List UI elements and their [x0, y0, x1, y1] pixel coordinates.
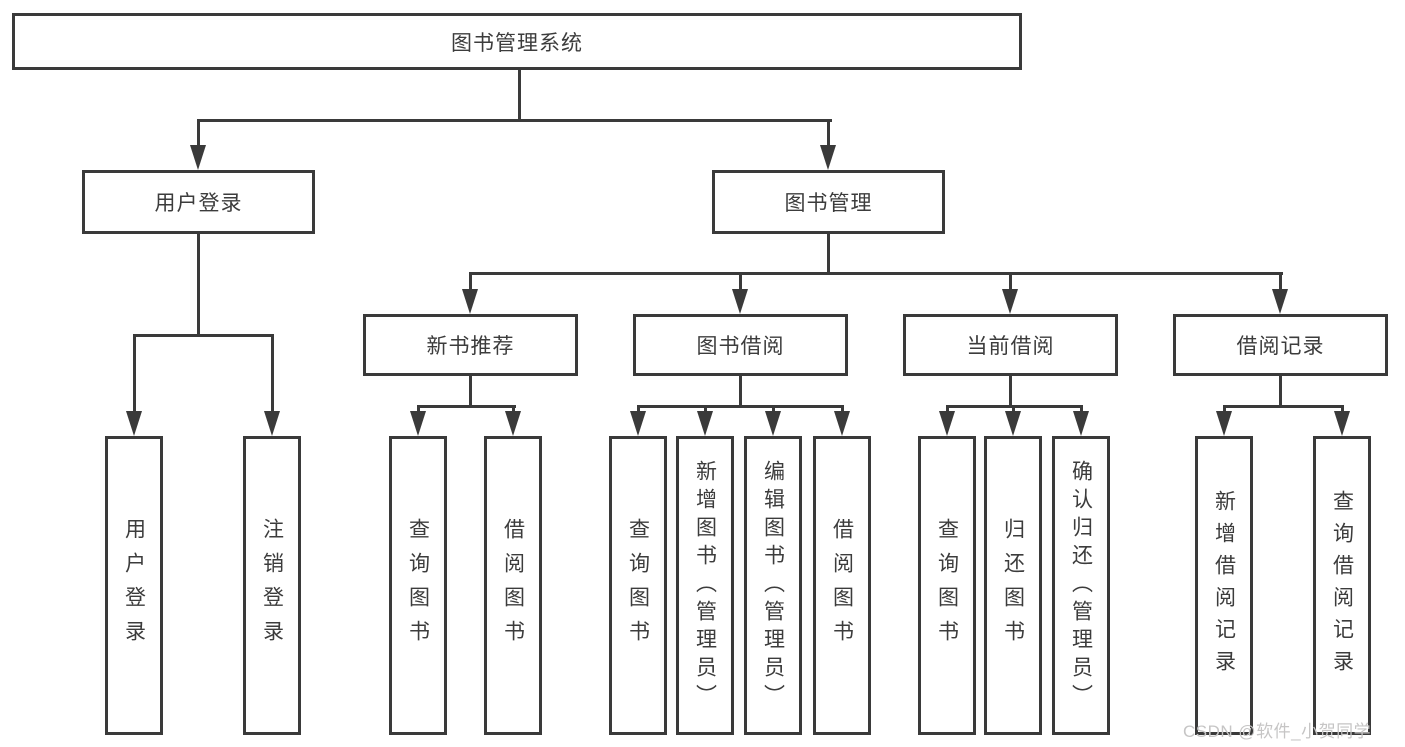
- connector-br-query-drop: [1341, 405, 1344, 415]
- node-current-borrowing-label: 当前借阅: [966, 335, 1055, 358]
- leaf-borrowing-edit-books-admin-label: 编辑图书（管理员）: [761, 459, 785, 712]
- arrowhead-nb-query: [410, 411, 426, 436]
- arrowhead-bb-borrow: [834, 411, 850, 436]
- connector-current-stem: [1009, 375, 1012, 408]
- csdn-watermark: CSDN @软件_小贺同学: [1183, 722, 1372, 741]
- leaf-current-confirm-return-admin-label: 确认归还（管理员）: [1069, 459, 1093, 712]
- leaf-borrowing-add-books-admin: 新增图书（管理员）: [676, 436, 734, 735]
- leaf-user-login-label: 用户登录: [122, 517, 146, 654]
- arrowhead-leaf-logout: [264, 411, 280, 436]
- node-library-system: 图书管理系统: [12, 13, 1022, 70]
- leaf-current-query-books-label: 查询图书: [935, 517, 959, 654]
- leaf-borrowing-edit-books-admin: 编辑图书（管理员）: [744, 436, 802, 735]
- leaf-current-return-books: 归还图书: [984, 436, 1042, 735]
- leaf-newbook-borrow-books-label: 借阅图书: [501, 517, 525, 654]
- leaf-current-return-books-label: 归还图书: [1001, 517, 1025, 654]
- node-book-management-label: 图书管理: [784, 192, 873, 215]
- connector-userlogin-stem: [197, 233, 200, 337]
- arrowhead-cb-return: [1005, 411, 1021, 436]
- connector-leaf-logout-drop: [271, 334, 274, 412]
- arrowhead-cb-query: [939, 411, 955, 436]
- arrowhead-cb-confirm: [1073, 411, 1089, 436]
- arrowhead-group2: [732, 289, 748, 314]
- arrowhead-bb-add: [697, 411, 713, 436]
- connector-root-rail: [197, 119, 832, 122]
- arrowhead-bb-edit: [765, 411, 781, 436]
- connector-group1-drop: [469, 272, 472, 292]
- connector-records-stem: [1279, 375, 1282, 408]
- leaf-logout-login-label: 注销登录: [260, 517, 284, 654]
- node-library-system-label: 图书管理系统: [451, 31, 583, 55]
- leaf-newbook-query-books-label: 查询图书: [406, 517, 430, 654]
- connector-borrowing-stem: [739, 375, 742, 408]
- node-current-borrowing: 当前借阅: [903, 314, 1118, 376]
- leaf-borrowing-borrow-books-label: 借阅图书: [830, 517, 854, 654]
- connector-newbook-stem: [469, 375, 472, 408]
- connector-userlogin-rail: [133, 334, 274, 337]
- leaf-user-login: 用户登录: [105, 436, 163, 735]
- leaf-newbook-query-books: 查询图书: [389, 436, 447, 735]
- node-book-borrowing-label: 图书借阅: [696, 335, 785, 358]
- connector-group3-drop: [1009, 272, 1012, 292]
- connector-bb-query-drop: [637, 405, 640, 415]
- leaf-borrowing-query-books-label: 查询图书: [626, 517, 650, 654]
- leaf-current-confirm-return-admin: 确认归还（管理员）: [1052, 436, 1110, 735]
- node-book-borrowing: 图书借阅: [633, 314, 848, 376]
- connector-cb-query-drop: [946, 405, 949, 415]
- leaf-logout-login: 注销登录: [243, 436, 301, 735]
- connector-bookmgmt-stem: [827, 233, 830, 275]
- connector-group4-drop: [1279, 272, 1282, 292]
- connector-bookmgmt-rail: [469, 272, 1283, 275]
- connector-user-login-drop: [197, 119, 200, 149]
- arrowhead-br-query: [1334, 411, 1350, 436]
- leaf-current-query-books: 查询图书: [918, 436, 976, 735]
- connector-group2-drop: [739, 272, 742, 292]
- leaf-records-query-record-label: 查询借阅记录: [1330, 489, 1354, 682]
- arrowhead-bb-query: [630, 411, 646, 436]
- node-user-login: 用户登录: [82, 170, 315, 234]
- connector-leaf-login-drop: [133, 334, 136, 412]
- node-book-management: 图书管理: [712, 170, 945, 234]
- arrowhead-group4: [1272, 289, 1288, 314]
- connector-root-stem: [518, 68, 521, 122]
- connector-borrowing-rail: [637, 405, 844, 408]
- leaf-records-query-record: 查询借阅记录: [1313, 436, 1371, 735]
- leaf-records-add-record-label: 新增借阅记录: [1212, 489, 1236, 682]
- connector-cb-confirm-drop: [1080, 405, 1083, 415]
- connector-records-rail: [1223, 405, 1344, 408]
- connector-bb-add-drop: [704, 405, 707, 415]
- arrowhead-br-add: [1216, 411, 1232, 436]
- node-borrowing-records-label: 借阅记录: [1236, 335, 1325, 358]
- connector-cb-return-drop: [1012, 405, 1015, 415]
- leaf-borrowing-add-books-admin-label: 新增图书（管理员）: [693, 459, 717, 712]
- leaf-borrowing-borrow-books: 借阅图书: [813, 436, 871, 735]
- arrowhead-book-mgmt: [820, 145, 836, 170]
- connector-bb-borrow-drop: [841, 405, 844, 415]
- connector-br-add-drop: [1223, 405, 1226, 415]
- connector-newbook-rail: [417, 405, 516, 408]
- connector-book-mgmt-drop: [827, 119, 830, 149]
- connector-nb-borrow-drop: [512, 405, 515, 415]
- arrowhead-group3: [1002, 289, 1018, 314]
- node-new-book-recommend: 新书推荐: [363, 314, 578, 376]
- arrowhead-leaf-login: [126, 411, 142, 436]
- arrowhead-group1: [462, 289, 478, 314]
- arrowhead-nb-borrow: [505, 411, 521, 436]
- connector-nb-query-drop: [417, 405, 420, 415]
- node-new-book-recommend-label: 新书推荐: [426, 335, 515, 358]
- node-user-login-label: 用户登录: [154, 192, 243, 215]
- node-borrowing-records: 借阅记录: [1173, 314, 1388, 376]
- leaf-records-add-record: 新增借阅记录: [1195, 436, 1253, 735]
- leaf-newbook-borrow-books: 借阅图书: [484, 436, 542, 735]
- leaf-borrowing-query-books: 查询图书: [609, 436, 667, 735]
- arrowhead-user-login: [190, 145, 206, 170]
- connector-bb-edit-drop: [772, 405, 775, 415]
